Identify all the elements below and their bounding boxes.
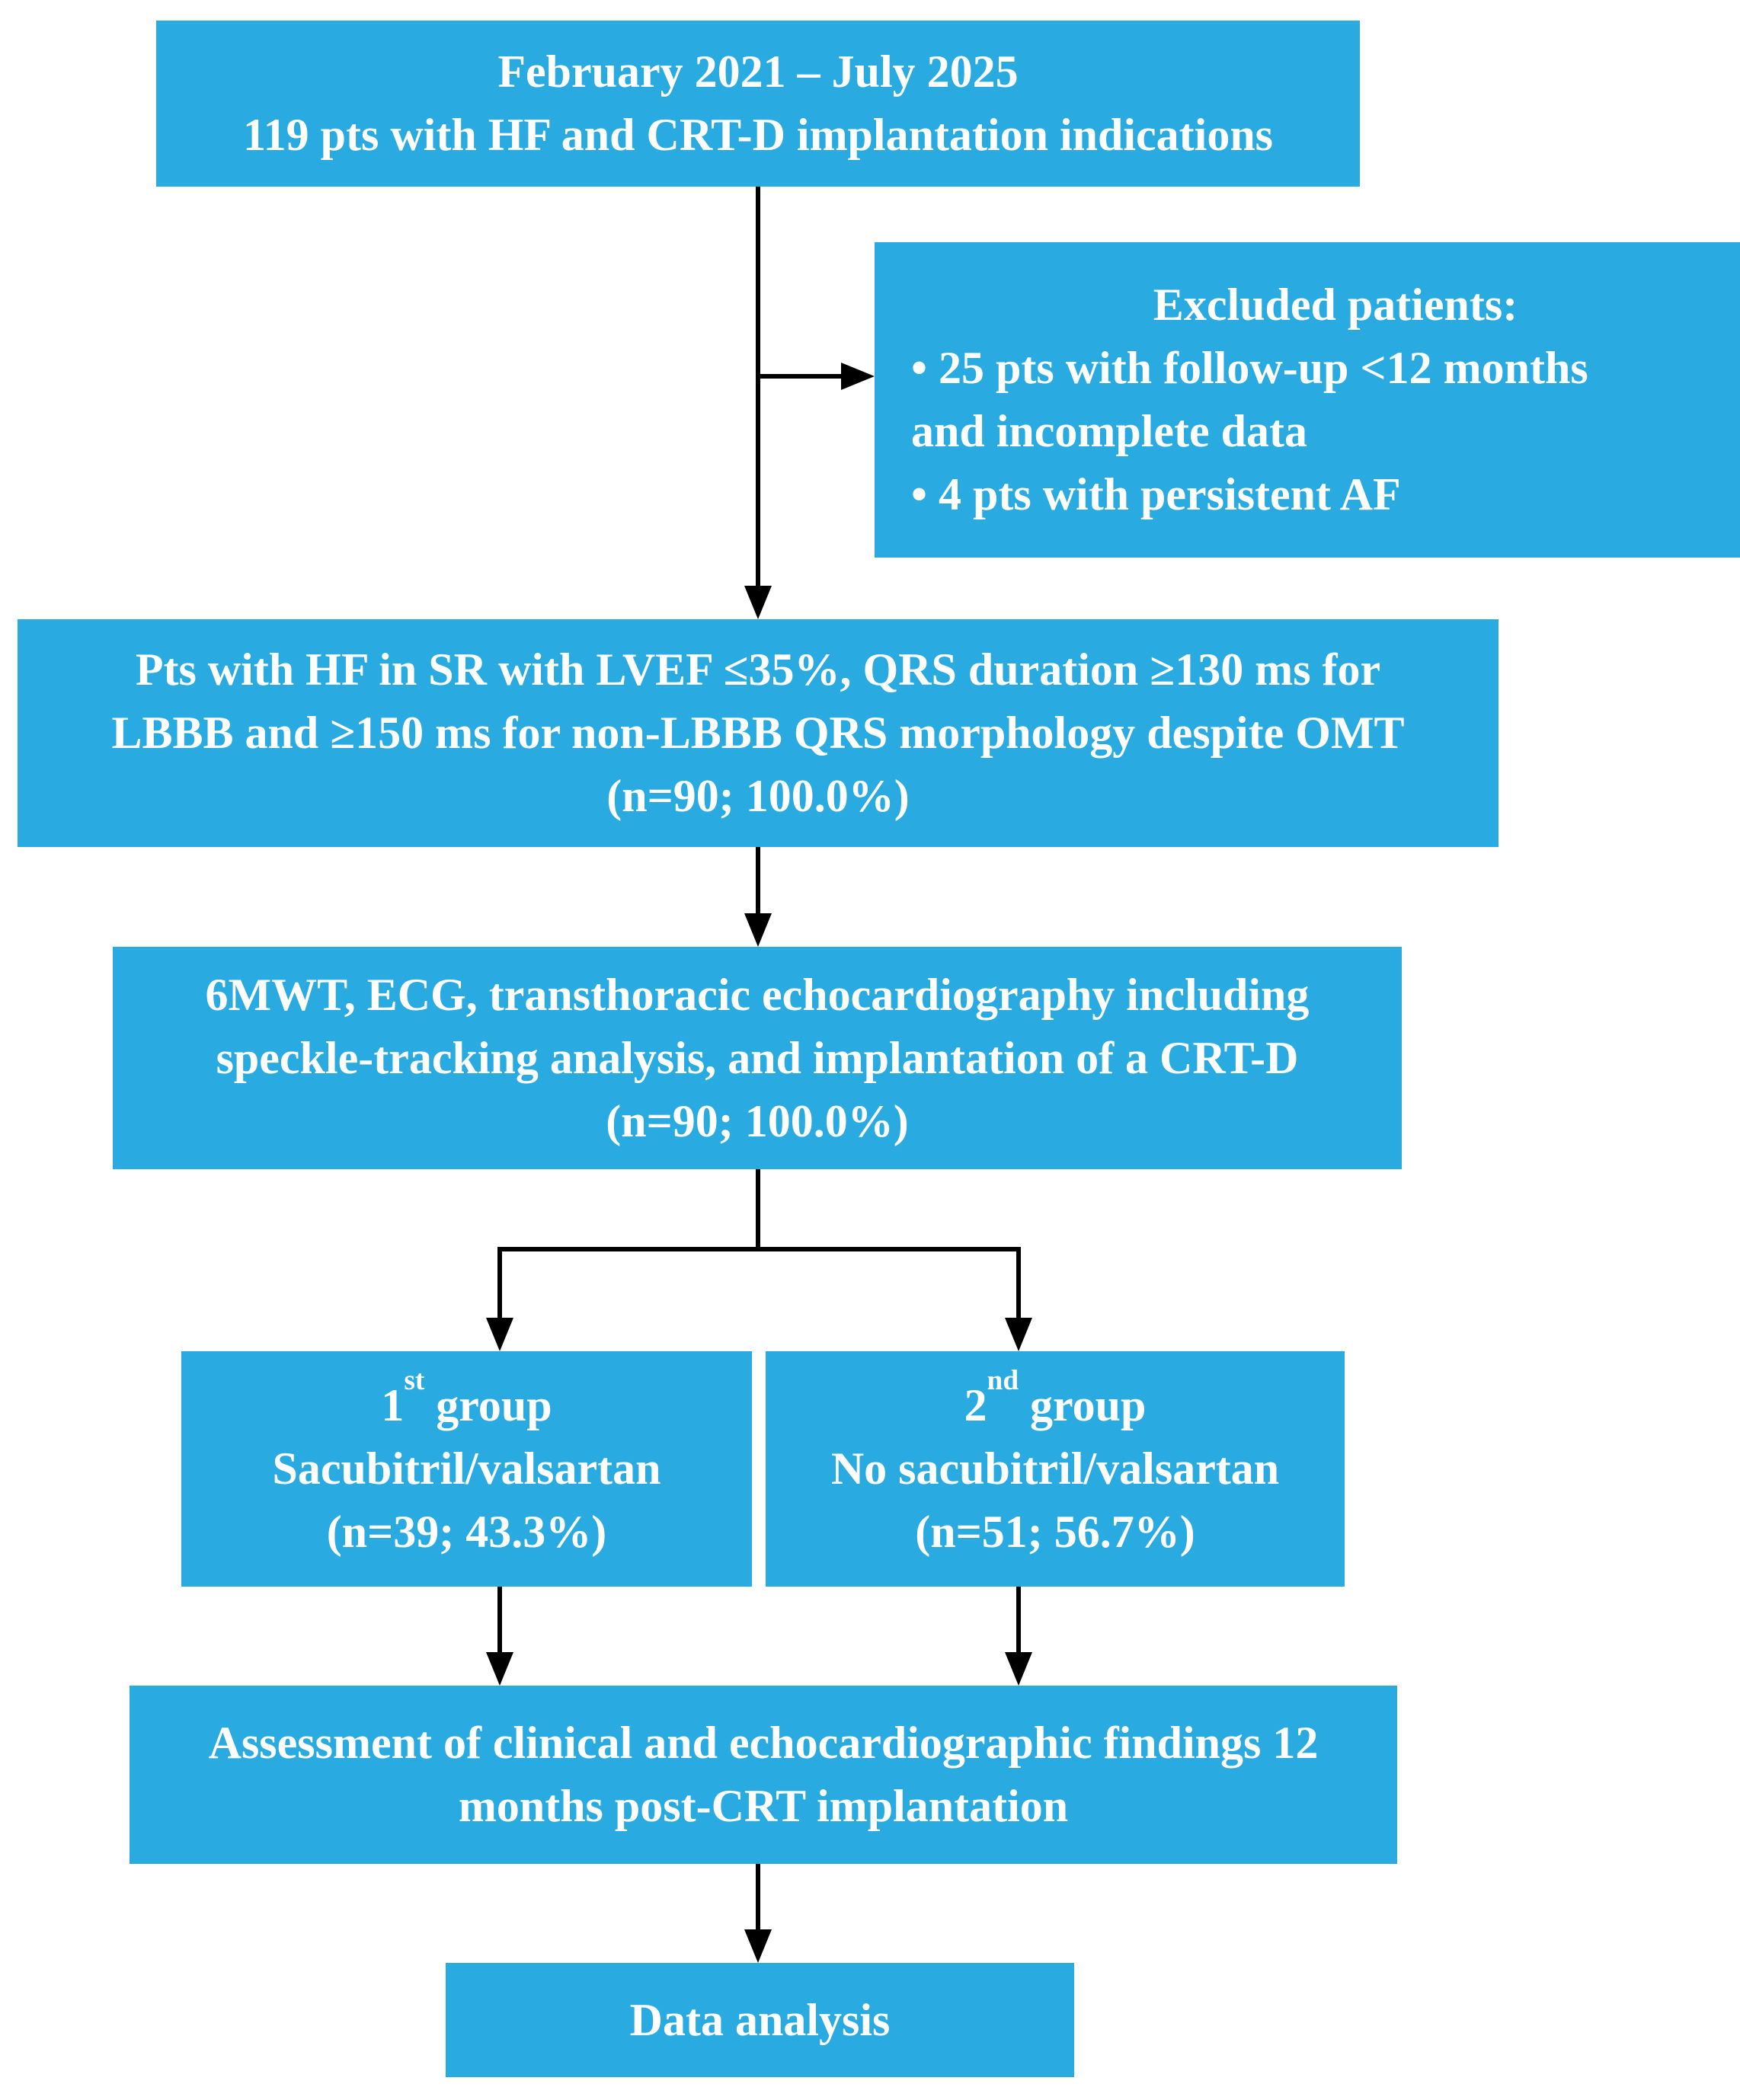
box-enrollment-period: February 2021 – July 2025 119 pts with H… [156, 21, 1360, 187]
group2-line-2: No sacubitril/valsartan [830, 1443, 1280, 1494]
box-group-2: 2nd group No sacubitril/valsartan (n=51;… [766, 1351, 1345, 1587]
box-data-analysis: Data analysis [446, 1963, 1074, 2077]
group2-ordinal-suffix: nd [987, 1364, 1019, 1396]
tests-line-3: (n=90; 100.0%) [606, 1095, 909, 1146]
excluded-bullet-line-3: • 4 pts with persistent AF [911, 469, 1401, 519]
connector-initial-to-criteria [756, 187, 760, 586]
tests-line-1: 6MWT, ECG, transthoracic echocardiograph… [205, 969, 1310, 1020]
group2-ordinal: 2 [964, 1380, 987, 1430]
enrollment-line-1: February 2021 – July 2025 [497, 46, 1019, 97]
enrollment-line-2: 119 pts with HF and CRT-D implantation i… [242, 110, 1274, 160]
group1-line-3: (n=39; 43.3%) [326, 1507, 607, 1557]
group2-ordinal-rest: group [1019, 1380, 1147, 1430]
box-assessment: Assessment of clinical and echocardiogra… [130, 1686, 1397, 1864]
connector-criteria-to-tests [756, 847, 760, 914]
group2-heading: 2nd group [964, 1366, 1147, 1437]
connector-split-left [497, 1247, 502, 1318]
tests-line-2: speckle-tracking analysis, and implantat… [216, 1032, 1299, 1083]
group2-line-3: (n=51; 56.7%) [915, 1507, 1195, 1557]
criteria-line-2: LBBB and ≥150 ms for non-LBBB QRS morpho… [111, 708, 1405, 758]
arrowhead-down-icon [744, 1929, 772, 1963]
box-group-1: 1st group Sacubitril/valsartan (n=39; 43… [181, 1351, 752, 1587]
arrowhead-down-icon [1005, 1652, 1032, 1686]
arrowhead-down-icon [744, 586, 772, 619]
connector-assessment-to-data [756, 1864, 760, 1929]
criteria-line-3: (n=90; 100.0%) [606, 771, 910, 821]
connector-group1-to-assessment [497, 1587, 502, 1652]
excluded-title: Excluded patients: [1153, 280, 1518, 330]
arrowhead-down-icon [1005, 1318, 1032, 1351]
excluded-bullet-line-2: and incomplete data [911, 406, 1308, 456]
arrowhead-down-icon [486, 1318, 513, 1351]
group1-ordinal: 1 [381, 1380, 405, 1430]
assessment-line-1: Assessment of clinical and echocardiogra… [208, 1718, 1319, 1768]
data-analysis-label: Data analysis [629, 1994, 891, 2045]
excluded-bullet-line-1: • 25 pts with follow-up <12 months [911, 343, 1588, 393]
group1-ordinal-rest: group [424, 1380, 552, 1430]
box-excluded-patients: Excluded patients: • 25 pts with follow-… [875, 242, 1740, 558]
connector-split-stub [756, 1169, 760, 1251]
connector-split-bar [497, 1247, 1021, 1251]
group1-heading: 1st group [381, 1366, 552, 1437]
group1-line-2: Sacubitril/valsartan [272, 1443, 661, 1494]
arrowhead-down-icon [486, 1652, 513, 1686]
connector-branch-to-excluded [758, 374, 843, 379]
group1-ordinal-suffix: st [404, 1364, 425, 1396]
box-baseline-tests: 6MWT, ECG, transthoracic echocardiograph… [113, 947, 1402, 1169]
criteria-line-1: Pts with HF in SR with LVEF ≤35%, QRS du… [135, 644, 1381, 695]
box-inclusion-criteria: Pts with HF in SR with LVEF ≤35%, QRS du… [18, 619, 1499, 847]
assessment-line-2: months post-CRT implantation [458, 1781, 1069, 1831]
arrowhead-down-icon [744, 913, 772, 947]
arrowhead-right-icon [841, 363, 875, 390]
connector-split-right [1016, 1247, 1021, 1318]
connector-group2-to-assessment [1016, 1587, 1021, 1652]
